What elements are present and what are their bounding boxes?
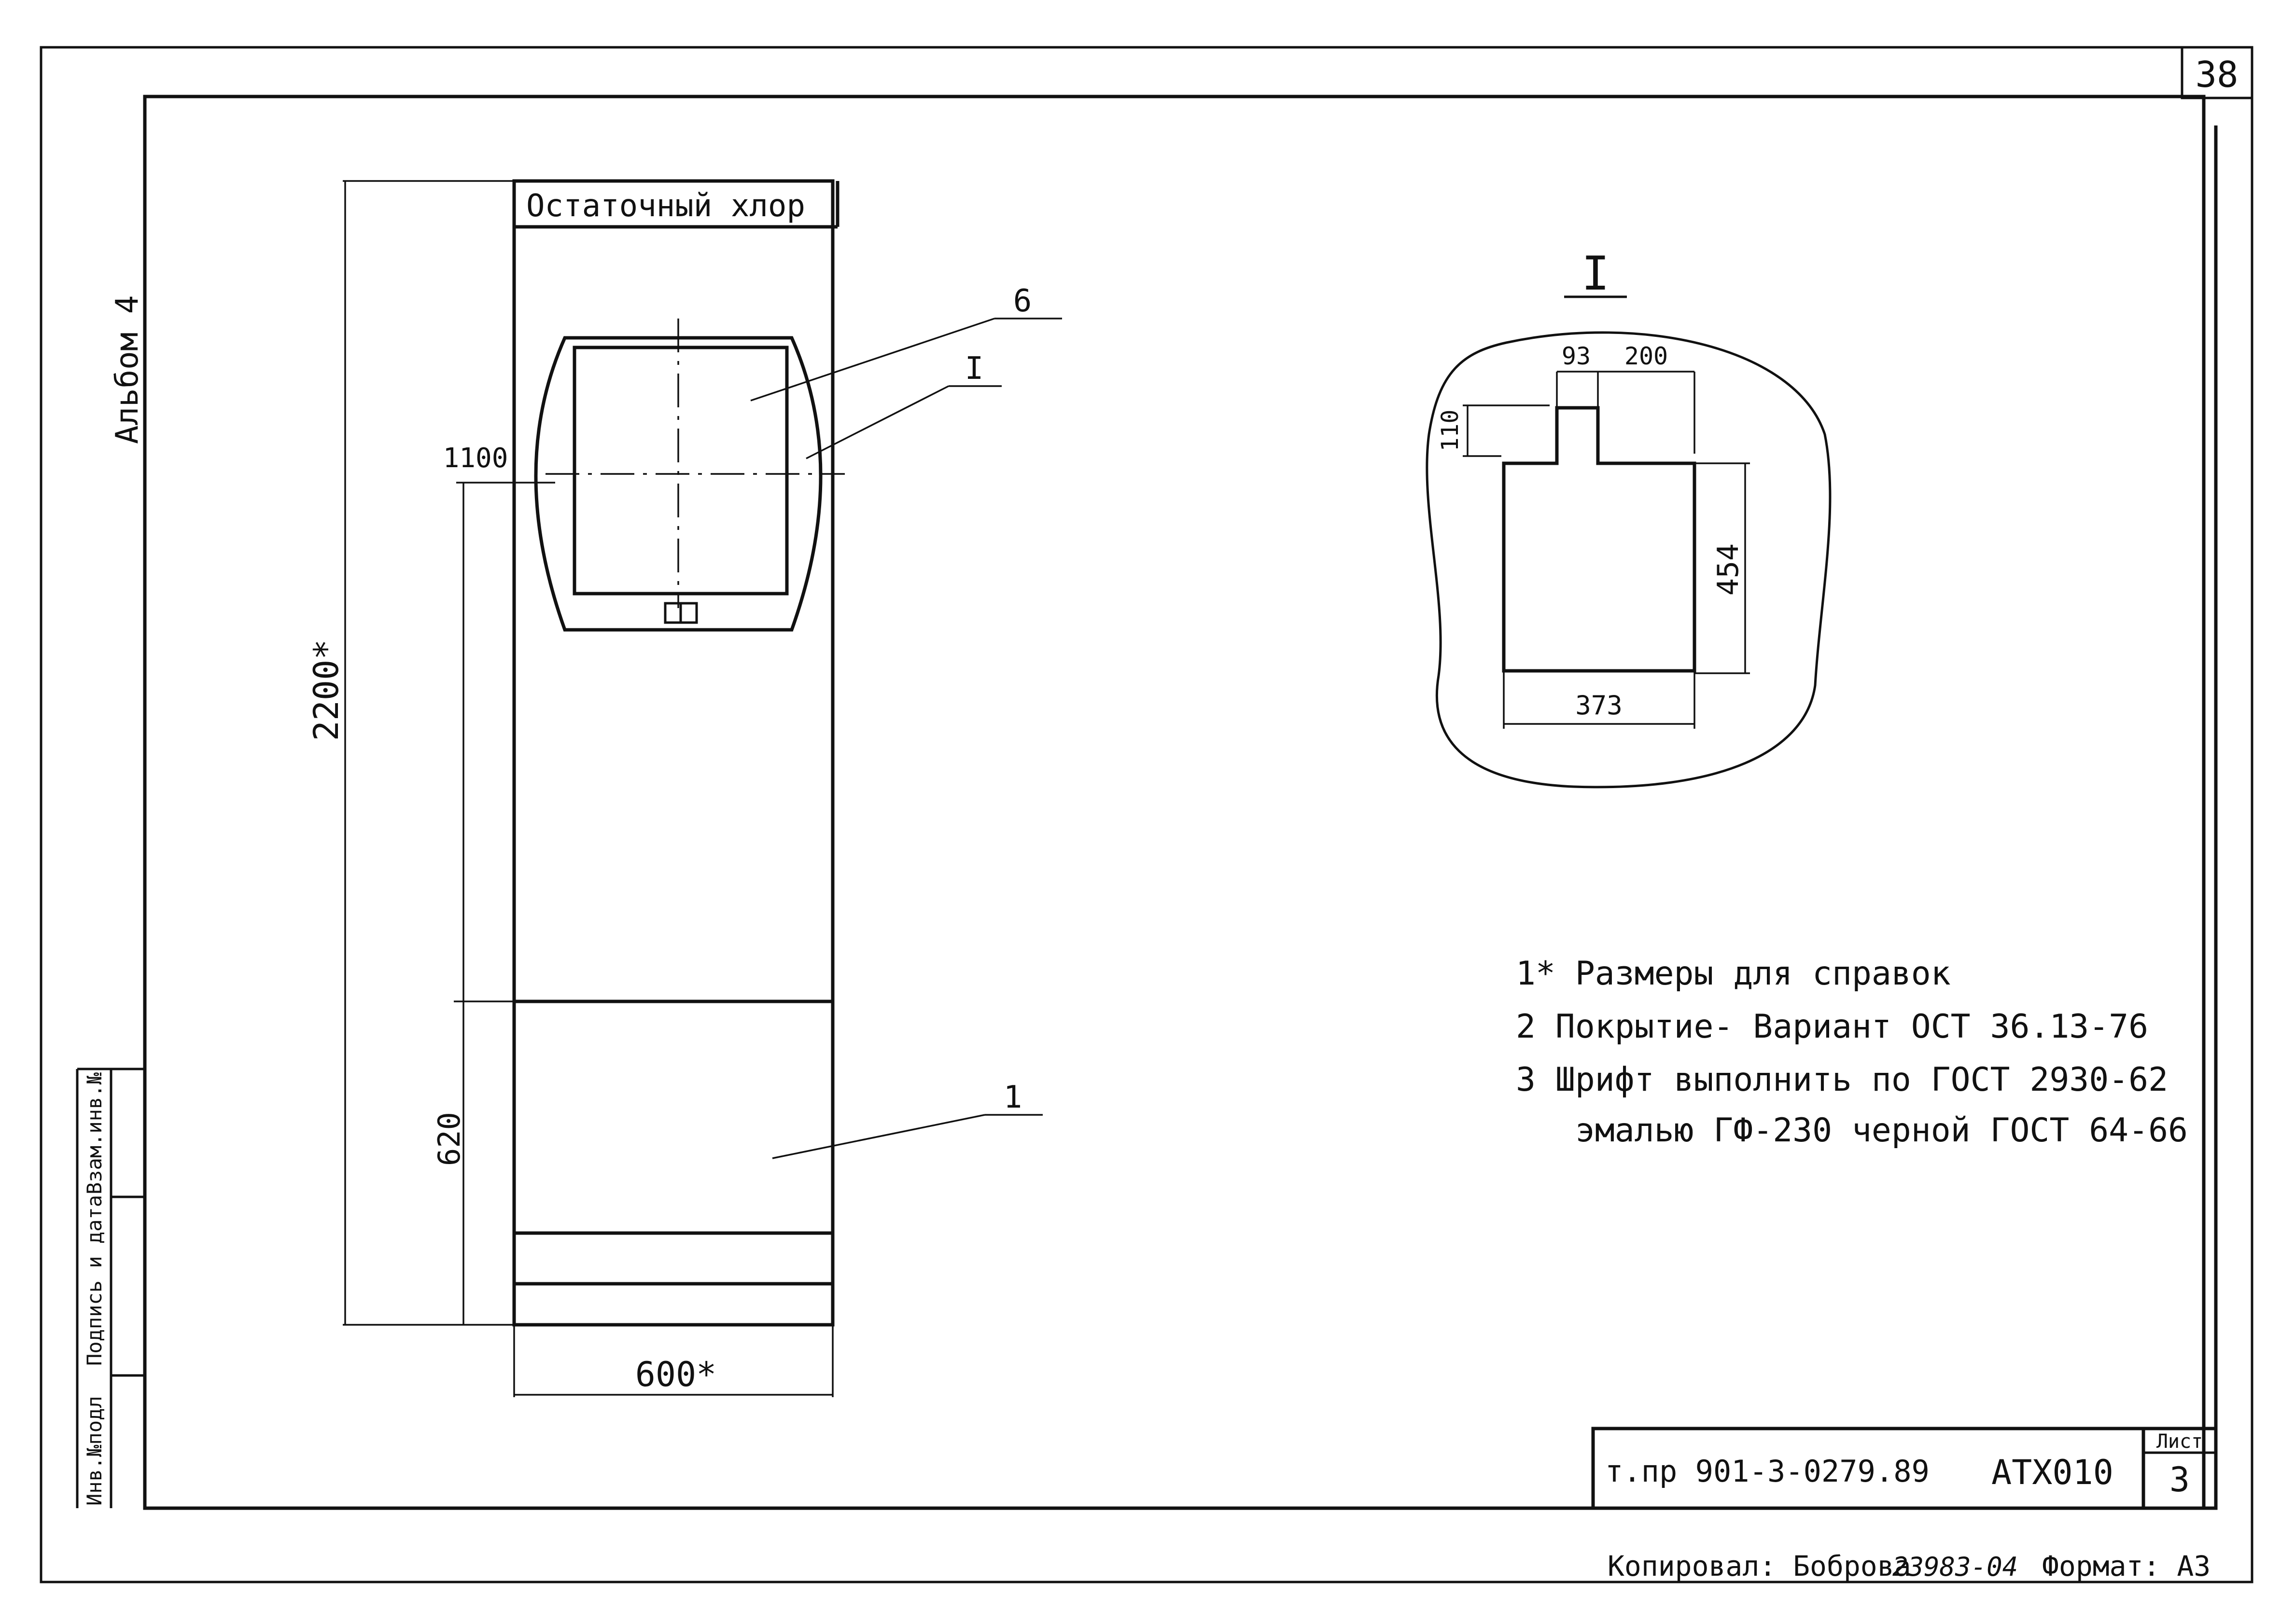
stamp-inv-label: Инв.№подл <box>83 1396 106 1506</box>
note-4: эмалью ГФ-230 черной ГОСТ 64-66 <box>1516 1111 2188 1150</box>
inner-frame <box>143 95 2206 1510</box>
detail-I: I 93 200 110 454 373 <box>1426 247 1832 789</box>
footer: Копировал: Боброва 23983-04 Формат: А3 <box>1608 1550 2211 1582</box>
display-bezel <box>534 336 823 632</box>
dim-373: 373 <box>1575 690 1623 721</box>
left-stamp: Инв.№подл Подпись и дата Взам.инв.№ <box>76 1068 145 1508</box>
note-2: 2 Покрытие- Вариант ОСТ 36.13-76 <box>1516 1008 2148 1046</box>
dim-93: 93 <box>1562 342 1591 370</box>
dim-total-height: 2200* <box>307 639 346 741</box>
album-label: Альбом 4 <box>110 295 145 444</box>
note-1: 1* Размеры для справок <box>1516 955 1951 993</box>
sheet-value: 3 <box>2169 1460 2190 1499</box>
panel-title: Остаточный хлор <box>526 188 805 224</box>
display-window <box>573 346 789 596</box>
callout-I: I <box>965 351 984 387</box>
dim-200: 200 <box>1624 342 1668 370</box>
panel-outline <box>512 179 835 1327</box>
dim-110: 110 <box>1437 410 1464 452</box>
note-3: 3 Шрифт выполнить по ГОСТ 2930-62 <box>1516 1061 2168 1099</box>
title-block: т.пр 901-3-0279.89 АТХ010 Лист 3 <box>1591 1427 2218 1510</box>
callouts: 6 I 1 <box>750 283 1062 1159</box>
outer-frame <box>40 46 2253 1583</box>
doc-number: т.пр 901-3-0279.89 <box>1605 1454 1930 1489</box>
footer-order: 23983-04 <box>1892 1552 2018 1582</box>
callout-6: 6 <box>1013 283 1032 319</box>
stamp-replace-label: Взам.инв.№ <box>83 1072 106 1194</box>
dim-base-height: 620 <box>432 1112 467 1166</box>
callout-1: 1 <box>1004 1080 1022 1115</box>
dim-width: 600* <box>635 1355 717 1394</box>
doc-code: АТХ010 <box>1991 1453 2113 1492</box>
footer-copied-by: Копировал: Боброва <box>1608 1550 1911 1582</box>
dim-window-height: 1100 <box>443 443 508 474</box>
detail-cloud <box>1426 331 1832 789</box>
panel-front-view: Остаточный хлор <box>512 179 845 1327</box>
notes: 1* Размеры для справок 2 Покрытие- Вариа… <box>1516 955 2188 1150</box>
stamp-sign-label: Подпись и дата <box>83 1195 106 1366</box>
dim-454: 454 <box>1711 543 1745 596</box>
footer-format: Формат: А3 <box>2042 1550 2211 1582</box>
detail-title: I <box>1581 247 1609 301</box>
sheet-label: Лист <box>2156 1430 2203 1453</box>
sheet-number: 38 <box>2195 54 2238 96</box>
panel-dimensions: 2200* 1100 620 600* <box>307 180 834 1397</box>
detail-cutout <box>1502 406 1696 673</box>
sheet-number-box <box>2181 46 2253 99</box>
